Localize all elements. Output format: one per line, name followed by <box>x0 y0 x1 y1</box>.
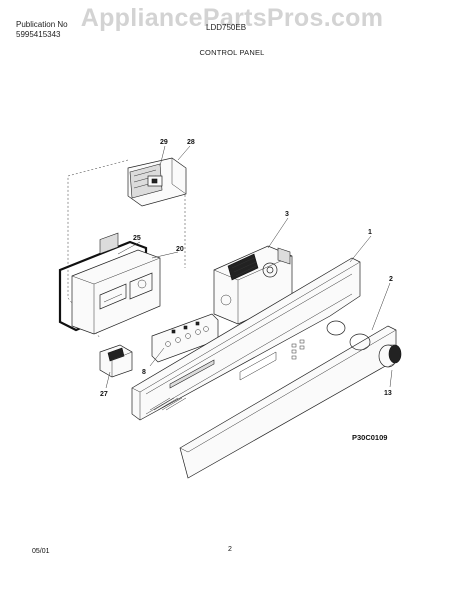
leader-lines <box>105 145 393 389</box>
publication-number: 5995415343 <box>16 30 61 39</box>
part-13-knob <box>378 344 402 368</box>
publication-label: Publication No <box>16 20 68 29</box>
callout-13: 13 <box>384 390 392 397</box>
footer-date: 05/01 <box>32 548 50 555</box>
callout-27: 27 <box>100 391 108 398</box>
model-number: LDD750EB <box>206 23 247 32</box>
part-28-29-insert <box>127 157 187 207</box>
callout-20: 20 <box>176 246 184 253</box>
part-20-dispenser <box>71 232 161 335</box>
callout-29: 29 <box>160 139 168 146</box>
callout-25: 25 <box>133 235 141 242</box>
part-1-control-panel <box>131 257 361 421</box>
callout-1: 1 <box>368 229 372 236</box>
callout-2: 2 <box>389 276 393 283</box>
section-title: CONTROL PANEL <box>199 48 265 57</box>
callout-8: 8 <box>142 369 146 376</box>
footer-page-number: 2 <box>228 546 232 553</box>
callout-28: 28 <box>187 139 195 146</box>
callout-3: 3 <box>285 211 289 218</box>
part-27-latch <box>99 344 133 378</box>
watermark: AppliancePartsPros.com <box>80 4 384 32</box>
diagram-code: P30C0109 <box>352 433 387 442</box>
part-3-timer <box>213 245 293 325</box>
